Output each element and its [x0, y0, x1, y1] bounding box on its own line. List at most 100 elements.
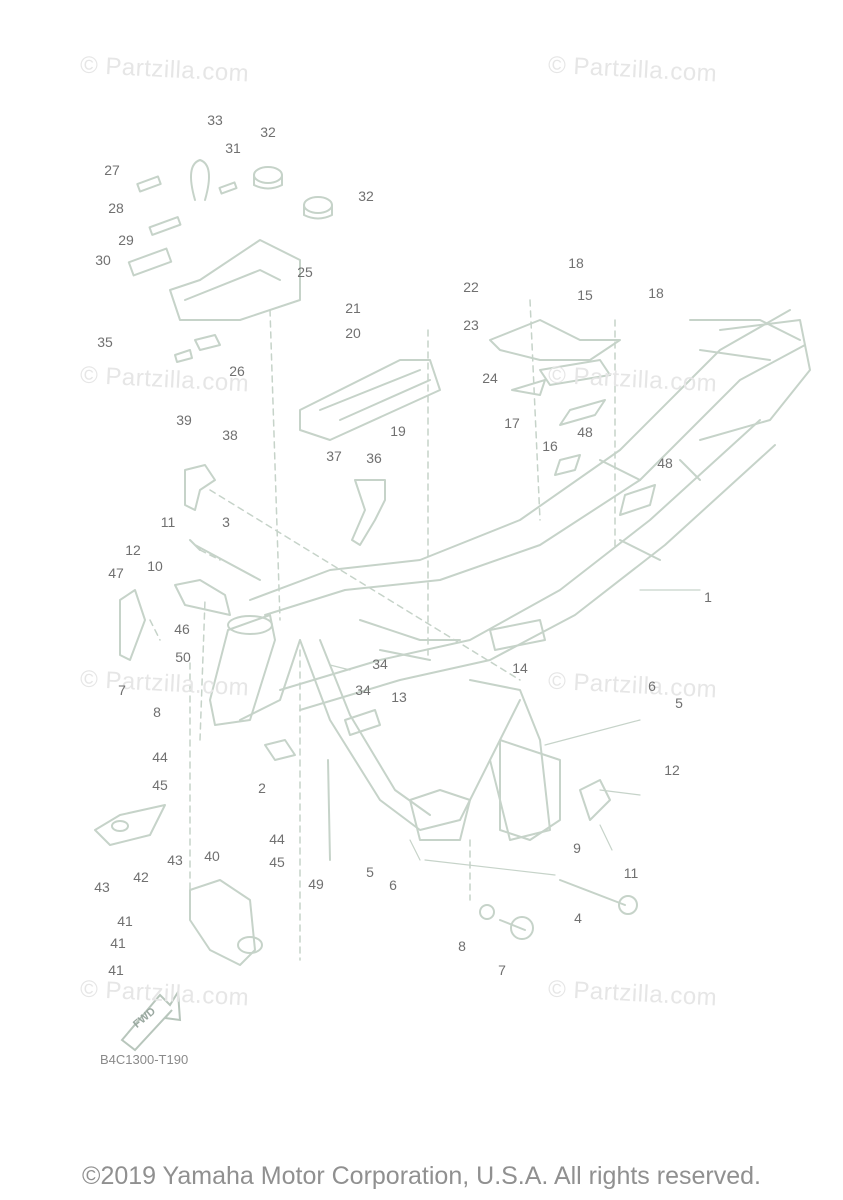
part-callout[interactable]: 25 [297, 264, 313, 280]
part-callout[interactable]: 43 [167, 852, 183, 868]
part-callout[interactable]: 27 [104, 162, 120, 178]
part-callout[interactable]: 50 [175, 649, 191, 665]
part-callout[interactable]: 41 [117, 913, 133, 929]
frame-pivot-plate [499, 739, 561, 841]
diagram-code: B4C1300-T190 [100, 1052, 189, 1067]
part-callout[interactable]: 33 [207, 112, 223, 128]
part-callout[interactable]: 49 [308, 876, 324, 892]
part-callout[interactable]: 16 [542, 438, 558, 454]
clip-33 [190, 159, 210, 201]
part-callout[interactable]: 4 [574, 910, 582, 926]
part-callout[interactable]: 2 [258, 780, 266, 796]
part-callout[interactable]: 5 [366, 864, 374, 880]
part-callout[interactable]: 40 [204, 848, 220, 864]
part-callout[interactable]: 1 [704, 589, 712, 605]
bolt-7 [499, 919, 526, 931]
steering-head-gusset [239, 639, 301, 721]
bolt-3 [189, 539, 261, 581]
part-callout[interactable]: 23 [463, 317, 479, 333]
part-callout[interactable]: 7 [498, 962, 506, 978]
part-callout[interactable]: 46 [174, 621, 190, 637]
part-callout[interactable]: 48 [577, 424, 593, 440]
mount-40 [189, 879, 256, 966]
part-callout[interactable]: 21 [345, 300, 361, 316]
part-callout[interactable]: 32 [358, 188, 374, 204]
part-callout[interactable]: 42 [133, 869, 149, 885]
part-callout[interactable]: 3 [222, 514, 230, 530]
part-callout[interactable]: 26 [229, 363, 245, 379]
part-callout[interactable]: 45 [152, 777, 168, 793]
part-callout[interactable]: 8 [153, 704, 161, 720]
part-callout[interactable]: 12 [125, 542, 141, 558]
part-callout[interactable]: 11 [623, 865, 639, 881]
rubber-cap-32b [303, 196, 333, 214]
part-callout[interactable]: 24 [482, 370, 498, 386]
pad-26 [174, 334, 221, 363]
frame-lower-cross [409, 789, 471, 841]
steering-head-top [227, 615, 273, 635]
part-callout[interactable]: 32 [260, 124, 276, 140]
bracket-19 [299, 359, 441, 441]
part-callout[interactable]: 39 [176, 412, 192, 428]
pad-31 [218, 181, 238, 195]
pad-13 [344, 709, 381, 736]
bolt-7-head [510, 916, 534, 940]
steering-head [209, 614, 276, 726]
part-callout[interactable]: 31 [225, 140, 241, 156]
fwd-arrow-icon [120, 988, 182, 1052]
part-callout[interactable]: 44 [269, 831, 285, 847]
part-callout[interactable]: 34 [355, 682, 371, 698]
part-callout[interactable]: 6 [389, 877, 397, 893]
washer-8 [479, 904, 495, 920]
part-callout[interactable]: 6 [648, 678, 656, 694]
part-callout[interactable]: 35 [97, 334, 113, 350]
part-callout[interactable]: 48 [657, 455, 673, 471]
part-callout[interactable]: 17 [504, 415, 520, 431]
part-callout[interactable]: 45 [269, 854, 285, 870]
part-callout[interactable]: 28 [108, 200, 124, 216]
part-callout[interactable]: 20 [345, 325, 361, 341]
part-callout[interactable]: 13 [391, 689, 407, 705]
frame-rear-rail-top [689, 319, 801, 361]
part-callout[interactable]: 12 [664, 762, 680, 778]
pad-28 [148, 216, 182, 236]
part-callout[interactable]: 7 [118, 682, 126, 698]
part-callout[interactable]: 36 [366, 450, 382, 466]
pad-29 [127, 247, 173, 277]
part-callout[interactable]: 29 [118, 232, 134, 248]
frame-rear-cross-1 [599, 459, 701, 561]
part-callout[interactable]: 22 [463, 279, 479, 295]
part-callout[interactable]: 5 [675, 695, 683, 711]
part-callout[interactable]: 34 [372, 656, 388, 672]
part-callout[interactable]: 41 [110, 935, 126, 951]
part-callout[interactable]: 10 [147, 558, 163, 574]
part-callout[interactable]: 43 [94, 879, 110, 895]
part-callout[interactable]: 44 [152, 749, 168, 765]
part-callout[interactable]: 30 [95, 252, 111, 268]
part-callout[interactable]: 41 [108, 962, 124, 978]
pad-17 [511, 379, 546, 396]
part-callout[interactable]: 18 [568, 255, 584, 271]
frame-swingarm-area [469, 679, 551, 841]
part-callout[interactable]: 37 [326, 448, 342, 464]
frame-lower-rail [279, 419, 761, 691]
part-callout[interactable]: 19 [390, 423, 406, 439]
mount-42 [94, 804, 166, 846]
pad-48b [619, 484, 656, 516]
part-callout[interactable]: 9 [573, 840, 581, 856]
part-callout[interactable]: 8 [458, 938, 466, 954]
part-callout[interactable]: 47 [108, 565, 124, 581]
copyright-notice: ©2019 Yamaha Motor Corporation, U.S.A. A… [82, 1162, 761, 1190]
part-callout[interactable]: 38 [222, 427, 238, 443]
bolt-4 [559, 879, 626, 906]
part-callout[interactable]: 11 [160, 514, 176, 530]
part-callout[interactable]: 15 [577, 287, 593, 303]
pad-16 [559, 399, 606, 426]
pad-27 [136, 175, 162, 193]
frame-mid-brace [359, 619, 461, 661]
bracket-2 [264, 739, 296, 761]
bolt-4-head [618, 895, 638, 915]
part-callout[interactable]: 18 [648, 285, 664, 301]
part-callout[interactable]: 14 [512, 660, 528, 676]
